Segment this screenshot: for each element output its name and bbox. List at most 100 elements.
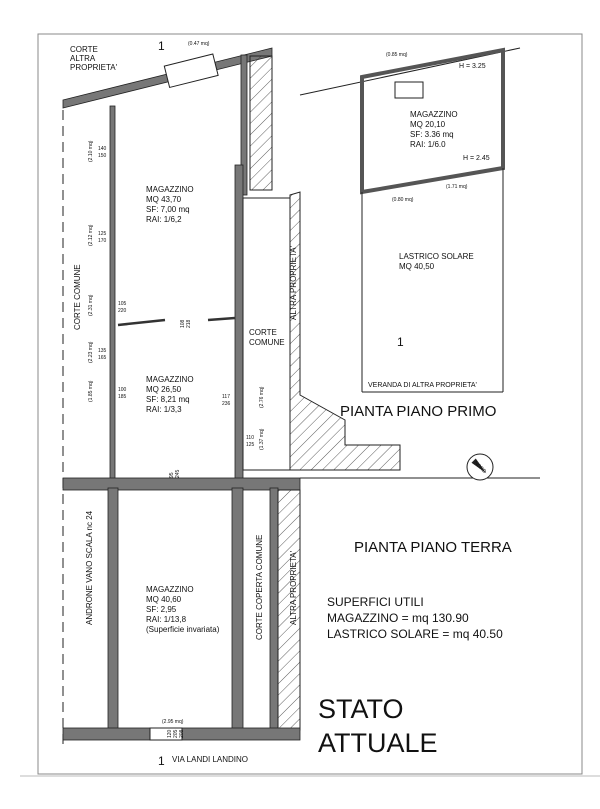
svg-text:SUPERFICI UTILI: SUPERFICI UTILI xyxy=(327,595,424,609)
opening-area: (0.47 mq) xyxy=(188,41,210,47)
middle-wall xyxy=(62,477,301,491)
label: CORTE xyxy=(249,328,277,337)
svg-text:205: 205 xyxy=(173,729,179,738)
svg-text:100: 100 xyxy=(118,387,127,393)
svg-text:245: 245 xyxy=(175,469,181,478)
label: CORTE xyxy=(70,45,98,54)
street-label: VIA LANDI LANDINO xyxy=(172,755,248,764)
label: CORTE COMUNE xyxy=(73,264,82,330)
svg-text:218: 218 xyxy=(186,319,192,328)
hatched-neighbour-middle xyxy=(289,191,401,471)
entrance-door xyxy=(149,727,183,741)
svg-text:MQ 43,70: MQ 43,70 xyxy=(146,195,182,204)
svg-text:(2.31 mq): (2.31 mq) xyxy=(88,294,94,316)
svg-text:135: 135 xyxy=(98,348,107,354)
svg-text:125: 125 xyxy=(246,442,255,448)
opening-area: (1.71 mq) xyxy=(446,184,468,190)
first-floor-plan: (0.85 mq) (0.80 mq) (1.71 mq) H = 3.25 H… xyxy=(299,47,521,420)
status-title: ATTUALE xyxy=(318,728,438,758)
label: PROPRIETA' xyxy=(70,63,118,72)
ground-floor-title: PIANTA PIANO TERRA xyxy=(354,539,512,556)
lower-east-wall xyxy=(231,487,244,734)
height-label: H = 3.25 xyxy=(459,63,486,70)
svg-text:120: 120 xyxy=(167,729,173,738)
opening-area: (0.85 mq) xyxy=(386,52,408,58)
svg-text:140: 140 xyxy=(98,146,107,152)
svg-text:MAGAZZINO: MAGAZZINO xyxy=(410,110,458,119)
room-magazzino-first: MAGAZZINO MQ 20,10 SF: 3.36 mq RAI: 1/6.… xyxy=(410,110,458,149)
svg-text:SF: 2,95: SF: 2,95 xyxy=(146,605,177,614)
sheet-frame xyxy=(37,33,583,775)
partition-wall-right xyxy=(207,316,236,322)
label: ALTRA PROPRIETA' xyxy=(289,245,298,320)
room-magazzino-2: MAGAZZINO MQ 26,50 SF: 8,21 mq RAI: 1/3,… xyxy=(146,375,194,414)
svg-text:MAGAZZINO: MAGAZZINO xyxy=(146,185,194,194)
opening-area: (0.80 mq) xyxy=(392,197,414,203)
east-wall xyxy=(234,164,244,486)
window-dimensions: 140 150 (2.10 mq) 125 170 (2.12 mq) 105 … xyxy=(88,140,265,738)
svg-text:170: 170 xyxy=(98,238,107,244)
svg-text:(2.10 mq): (2.10 mq) xyxy=(88,140,94,162)
svg-text:110: 110 xyxy=(246,435,254,441)
svg-text:LASTRICO SOLARE = mq 40.50: LASTRICO SOLARE = mq 40.50 xyxy=(327,627,503,641)
stair-icon xyxy=(163,53,219,89)
svg-text:165: 165 xyxy=(98,355,107,361)
veranda-label: VERANDA DI ALTRA PROPRIETA' xyxy=(368,382,477,389)
stair-icon xyxy=(394,81,424,99)
svg-text:117: 117 xyxy=(222,394,230,400)
label: ALTRA PROPRIETA' xyxy=(289,550,298,625)
svg-text:220: 220 xyxy=(118,308,127,314)
east-wall-upper xyxy=(240,54,248,196)
terrace-area: MQ 40,50 xyxy=(399,262,435,271)
svg-text:125: 125 xyxy=(98,231,107,237)
svg-text:SF: 7,00 mq: SF: 7,00 mq xyxy=(146,205,190,214)
svg-text:150: 150 xyxy=(98,153,107,159)
svg-text:108: 108 xyxy=(180,319,186,328)
svg-text:(2.12 mq): (2.12 mq) xyxy=(88,224,94,246)
height-label: H = 2.45 xyxy=(463,155,490,162)
svg-text:MAGAZZINO: MAGAZZINO xyxy=(146,375,194,384)
svg-text:(2.23 mq): (2.23 mq) xyxy=(88,341,94,363)
svg-text:RAI: 1/3,3: RAI: 1/3,3 xyxy=(146,405,182,414)
svg-text:105: 105 xyxy=(118,301,127,307)
svg-text:185: 185 xyxy=(118,394,127,400)
west-wall xyxy=(109,105,116,482)
hatched-neighbour-upper xyxy=(249,55,273,191)
svg-text:(Superficie invariata): (Superficie invariata) xyxy=(146,625,220,634)
terrace-label: LASTRICO SOLARE xyxy=(399,252,474,261)
svg-text:SF: 3.36 mq: SF: 3.36 mq xyxy=(410,130,454,139)
label: CORTE COPERTA COMUNE xyxy=(255,535,264,640)
svg-text:MQ 20,10: MQ 20,10 xyxy=(410,120,446,129)
label: ALTRA xyxy=(70,54,96,63)
status-title: STATO xyxy=(318,694,404,724)
ground-floor-plan: CORTE ALTRA PROPRIETA' (0.47 mq) CORTE C… xyxy=(62,39,540,768)
north-arrow: NORD xyxy=(466,453,494,481)
first-floor-title: PIANTA PIANO PRIMO xyxy=(340,403,496,420)
label: COMUNE xyxy=(249,338,285,347)
svg-text:MAGAZZINO = mq 130.90: MAGAZZINO = mq 130.90 xyxy=(327,611,469,625)
section-mark: 1 xyxy=(158,754,165,768)
svg-text:SF: 8,21 mq: SF: 8,21 mq xyxy=(146,395,190,404)
lower-corte-wall xyxy=(269,487,279,734)
svg-text:RAI: 1/13,8: RAI: 1/13,8 xyxy=(146,615,187,624)
summary: SUPERFICI UTILI MAGAZZINO = mq 130.90 LA… xyxy=(327,595,503,641)
svg-text:95: 95 xyxy=(169,472,175,478)
room-magazzino-1: MAGAZZINO MQ 43,70 SF: 7,00 mq RAI: 1/6,… xyxy=(146,185,194,224)
svg-text:RAI: 1/6.0: RAI: 1/6.0 xyxy=(410,140,446,149)
svg-text:MQ 26,50: MQ 26,50 xyxy=(146,385,182,394)
svg-text:RAI: 1/6,2: RAI: 1/6,2 xyxy=(146,215,182,224)
room-magazzino-3: MAGAZZINO MQ 40,60 SF: 2,95 RAI: 1/13,8 … xyxy=(146,585,220,634)
svg-text:208: 208 xyxy=(179,729,185,738)
lower-west-wall xyxy=(107,487,119,734)
svg-text:(2.76 mq): (2.76 mq) xyxy=(259,386,265,408)
section-mark: 1 xyxy=(397,335,404,349)
partition-wall-left xyxy=(117,318,166,327)
svg-text:(1.37 mq): (1.37 mq) xyxy=(259,428,265,450)
svg-text:MAGAZZINO: MAGAZZINO xyxy=(146,585,194,594)
svg-text:(2.95 mq): (2.95 mq) xyxy=(162,719,184,725)
svg-text:236: 236 xyxy=(222,401,231,407)
svg-text:MQ 40,60: MQ 40,60 xyxy=(146,595,182,604)
label: ANDRONE VANO SCALA nc 24 xyxy=(85,510,94,625)
